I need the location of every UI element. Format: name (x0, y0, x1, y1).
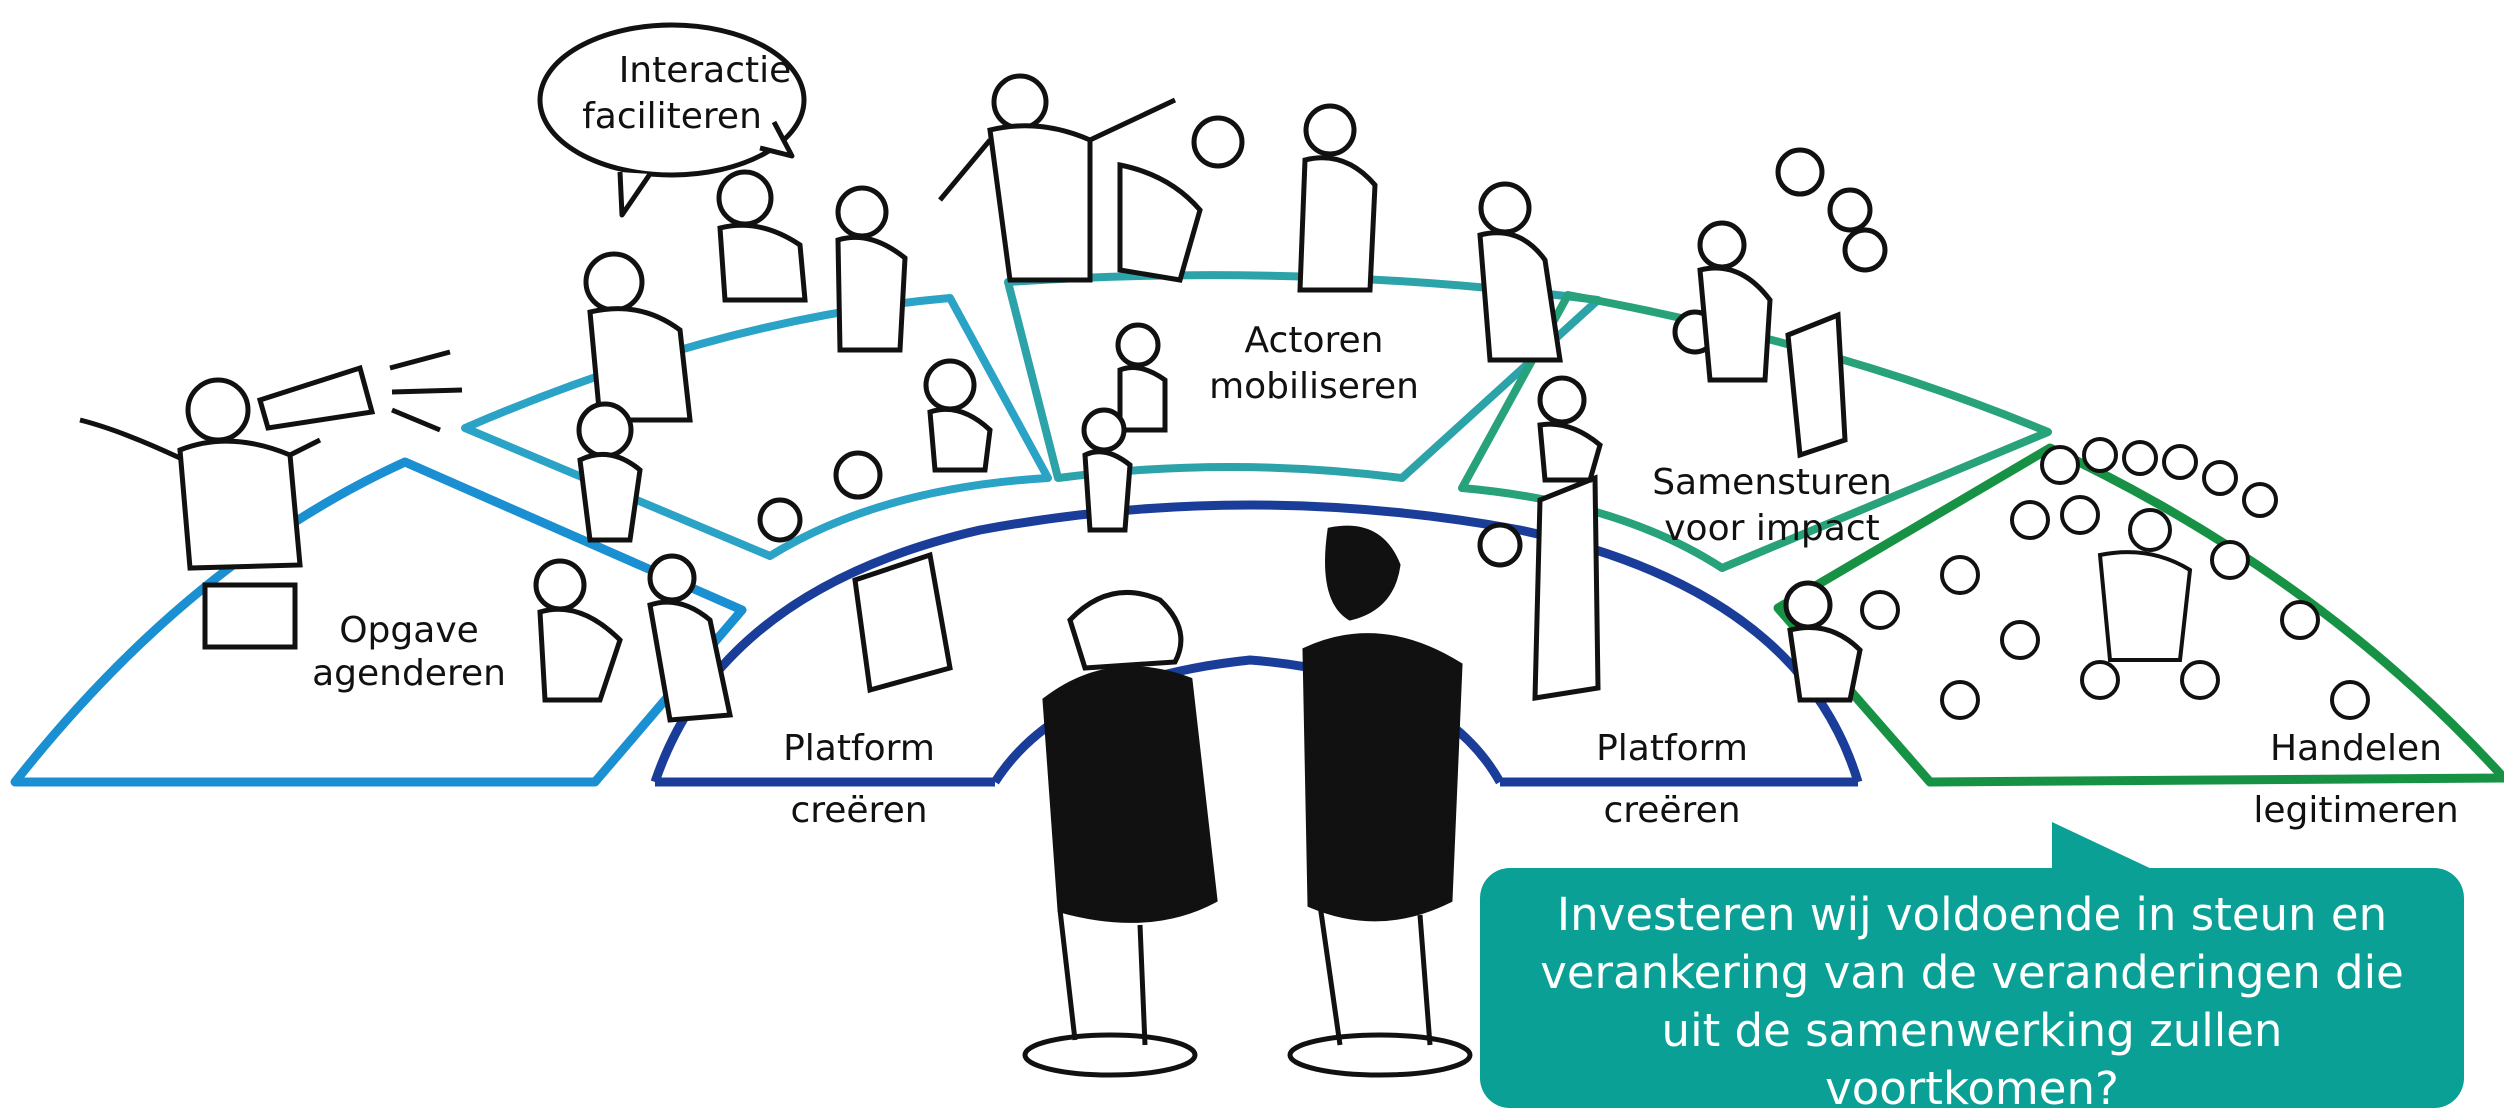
label-interactie-line2: faciliteren (582, 96, 762, 137)
label-platform-left-line2: creëren (790, 790, 927, 831)
figure-crowd-right (1860, 437, 2370, 720)
label-samensturen-line2: voor impact (1664, 508, 1880, 549)
figure-group-top-center (938, 73, 1563, 533)
label-opgave-line2: agenderen (312, 653, 506, 694)
label-opgave-line1: Opgave (339, 610, 479, 651)
label-platform-right-line2: creëren (1603, 790, 1740, 831)
label-platform-left-line1: Platform (783, 728, 935, 769)
inner-arc-outer (650, 500, 1863, 784)
figure-group-top-right (1672, 147, 1888, 459)
figure-foreground-left (1022, 589, 1218, 1078)
question-text: Investeren wij voldoende in steun en ver… (1540, 888, 2404, 1115)
figure-runner-right (1783, 580, 1863, 703)
label-interactie-line1: Interactie (619, 50, 792, 91)
label-platform-right-line1: Platform (1596, 728, 1748, 769)
segment-opgave-agenderen (10, 457, 747, 787)
figure-podium-right (1477, 375, 1603, 701)
figure-foreground-right (1287, 525, 1473, 1078)
label-handelen-line2: legitimeren (2253, 790, 2458, 831)
figure-podium-left (757, 450, 953, 694)
label-handelen-line1: Handelen (2270, 728, 2442, 769)
question-callout: Investeren wij voldoende in steun en ver… (1480, 868, 2464, 1115)
figure-megaphone-speaker (79, 349, 463, 650)
speech-bubble (537, 22, 807, 218)
label-actoren-line1: Actoren (1245, 320, 1384, 361)
segment-handelen-legitimeren (1773, 443, 2504, 787)
label-samensturen-line1: Samensturen (1652, 462, 1892, 503)
question-box-tail (2052, 822, 2175, 880)
label-actoren-line2: mobiliseren (1209, 366, 1419, 407)
figure-group-left (533, 169, 993, 723)
